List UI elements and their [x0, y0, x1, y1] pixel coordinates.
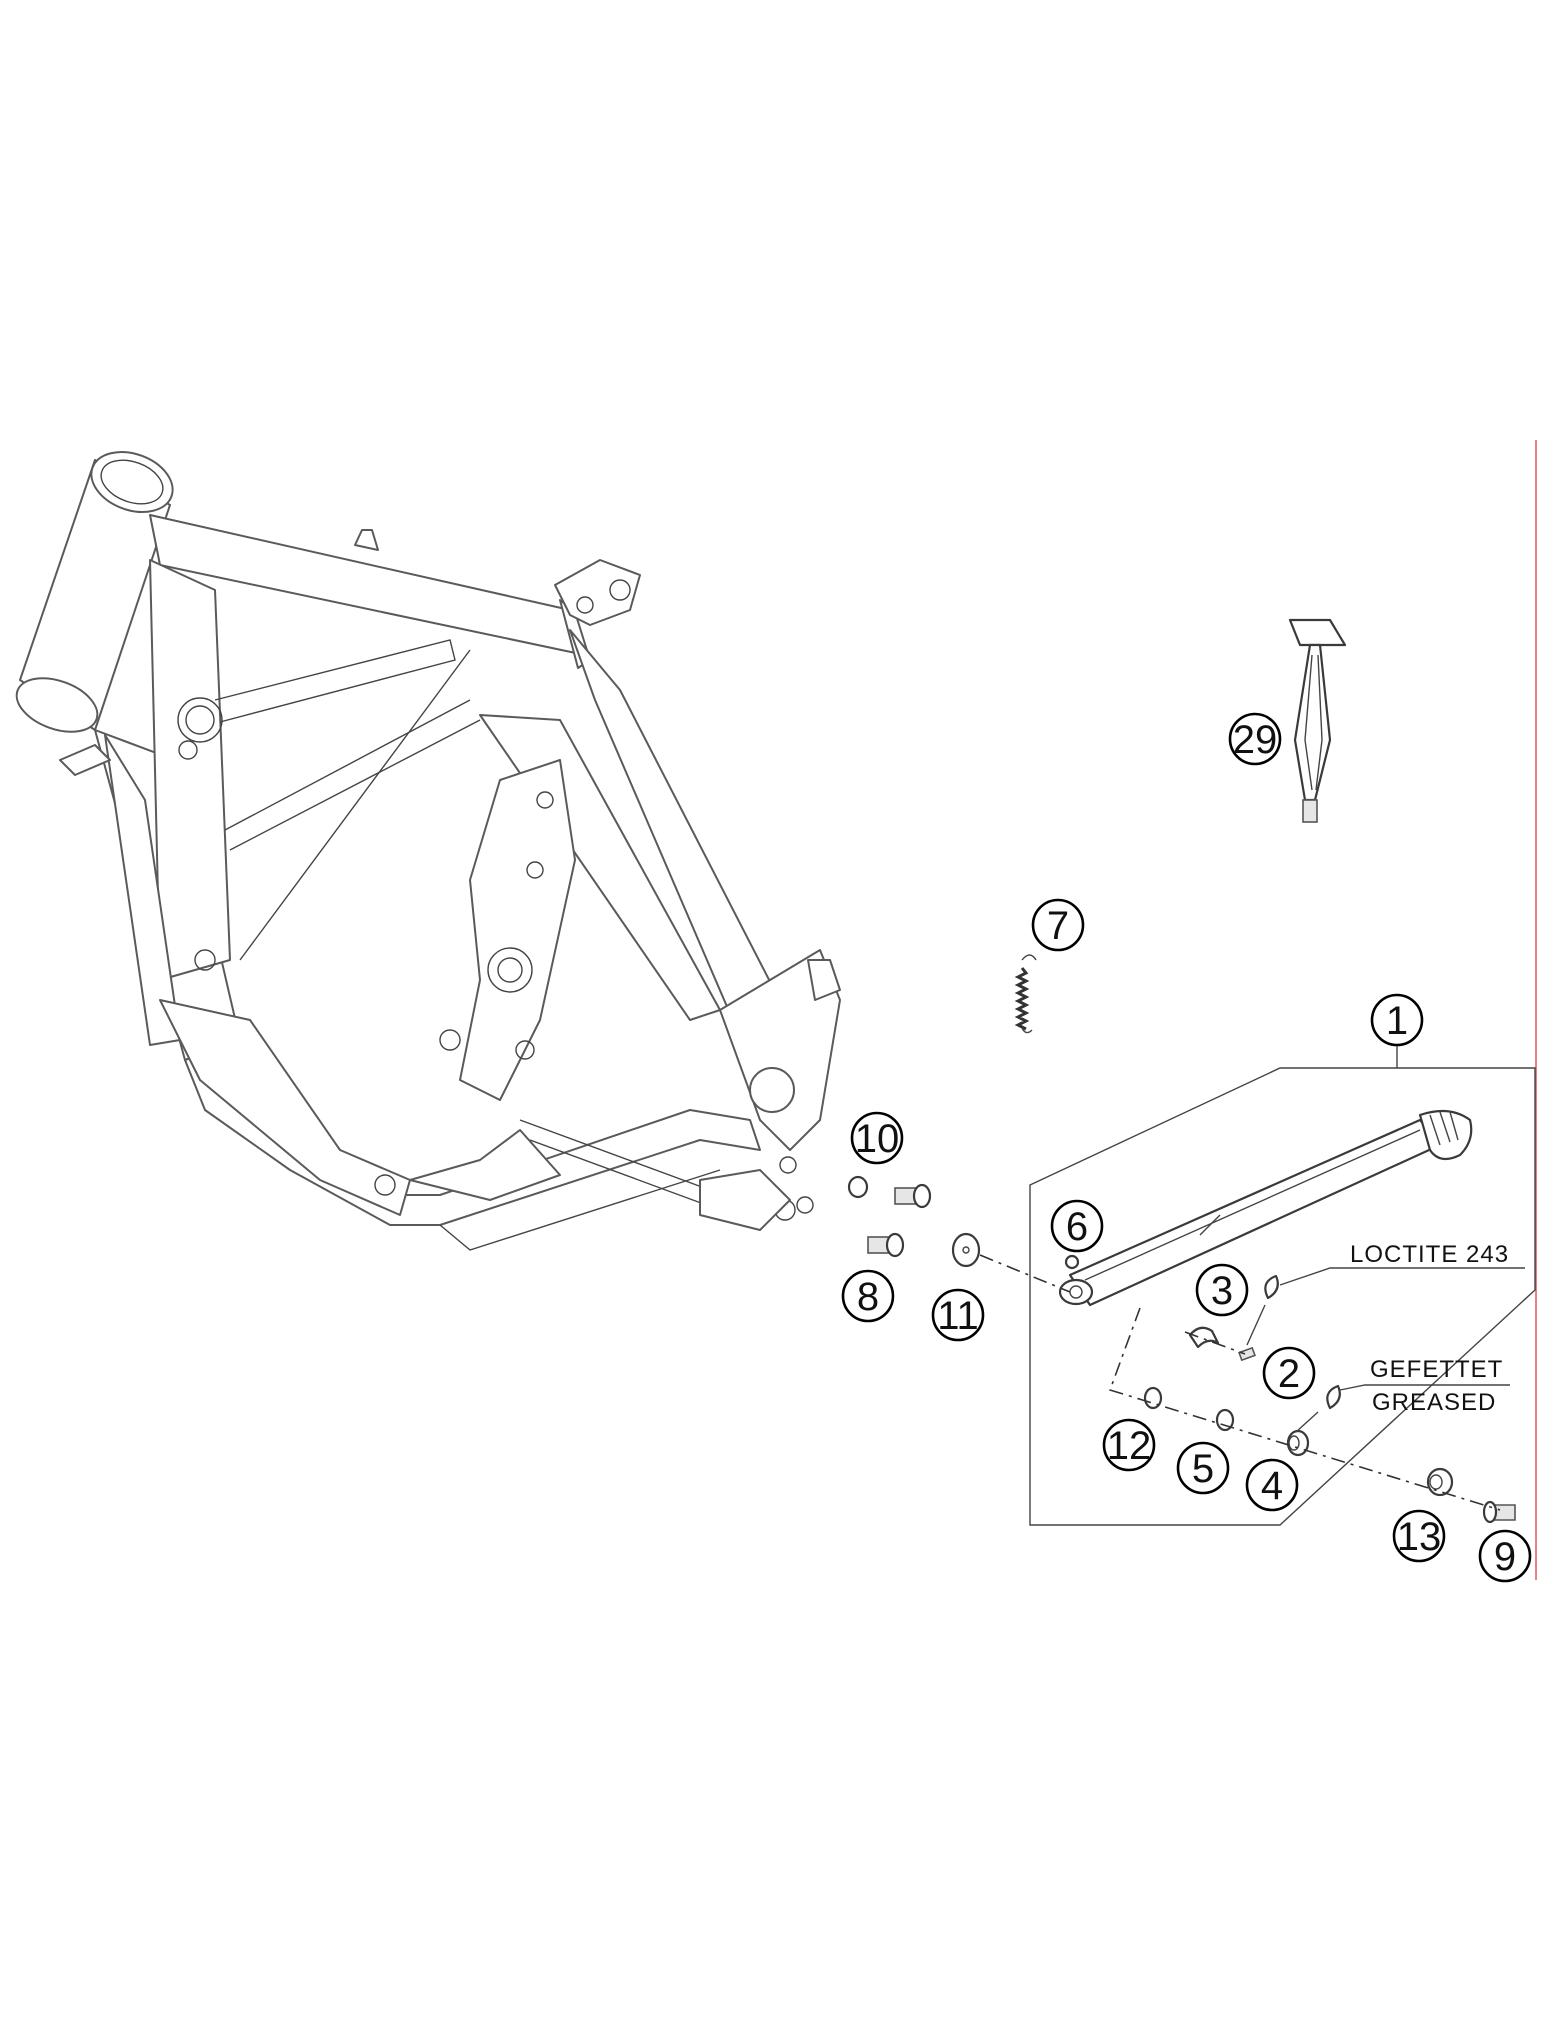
svg-text:29: 29: [1233, 718, 1278, 762]
assembly-axis-3: [1184, 1331, 1246, 1355]
part-5-ring: [1215, 1408, 1235, 1432]
callout-7: 7: [1031, 898, 1085, 952]
svg-text:13: 13: [1397, 1515, 1442, 1559]
grease-note-leader: [1339, 1384, 1510, 1391]
svg-text:1: 1: [1386, 999, 1408, 1043]
part-7-spring: [1014, 954, 1037, 1034]
part-3-clip: [1188, 1326, 1220, 1349]
greased-note-de: GEFETTET: [1370, 1356, 1503, 1383]
assembly-axis-2: [1108, 1307, 1501, 1511]
part-1-assembly-outline: [1029, 1067, 1536, 1526]
part-13-bushing: [1426, 1467, 1454, 1497]
callout-3: 3: [1195, 1263, 1249, 1317]
part-11-washer: [951, 1232, 981, 1268]
svg-text:6: 6: [1066, 1205, 1088, 1249]
part-10-bolt: [894, 1183, 932, 1209]
callout-11: 11: [931, 1288, 985, 1342]
part-6-nut: [1064, 1254, 1080, 1270]
loctite-leader: [1246, 1304, 1266, 1346]
svg-text:12: 12: [1107, 1424, 1152, 1468]
part-8-bolt: [867, 1232, 905, 1258]
callout-6: 6: [1050, 1199, 1104, 1253]
loctite-note-leader: [1279, 1267, 1525, 1286]
callout-8: 8: [841, 1269, 895, 1323]
loctite-drop-icon: [1264, 1274, 1279, 1300]
svg-text:4: 4: [1261, 1464, 1283, 1508]
svg-text:8: 8: [857, 1275, 879, 1319]
callout-13: 13: [1392, 1509, 1446, 1563]
callout-12: 12: [1102, 1418, 1156, 1472]
assembly-axis-1: [979, 1254, 1071, 1293]
svg-text:7: 7: [1047, 904, 1069, 948]
svg-text:3: 3: [1211, 1269, 1233, 1313]
motorcycle-frame: [15, 451, 841, 1251]
callout-9: 9: [1478, 1529, 1532, 1583]
part-1-side-stand: [1058, 1109, 1473, 1307]
callout-4: 4: [1245, 1458, 1299, 1512]
svg-text:11: 11: [937, 1294, 979, 1338]
svg-text:5: 5: [1192, 1447, 1214, 1491]
part-12-ring: [1143, 1386, 1163, 1410]
callout-1: 1: [1370, 993, 1424, 1047]
callout-29: 29: [1228, 712, 1282, 766]
svg-text:10: 10: [855, 1117, 900, 1161]
part-29-tool: [1288, 618, 1347, 823]
greased-note-en: GREASED: [1372, 1389, 1496, 1416]
part-4-bushing: [1286, 1429, 1310, 1457]
callout-2: 2: [1262, 1346, 1316, 1400]
loctite-note: LOCTITE 243: [1350, 1241, 1509, 1268]
callout-5: 5: [1176, 1441, 1230, 1495]
svg-text:2: 2: [1278, 1352, 1300, 1396]
callout-10: 10: [850, 1111, 904, 1165]
grease-drop-icon: [1326, 1384, 1341, 1410]
part-2-screw: [1238, 1346, 1256, 1362]
svg-text:9: 9: [1494, 1535, 1516, 1579]
part-10-washer: [847, 1175, 869, 1199]
part-4-leader: [1295, 1411, 1319, 1433]
part-9-bolt: [1482, 1500, 1516, 1524]
